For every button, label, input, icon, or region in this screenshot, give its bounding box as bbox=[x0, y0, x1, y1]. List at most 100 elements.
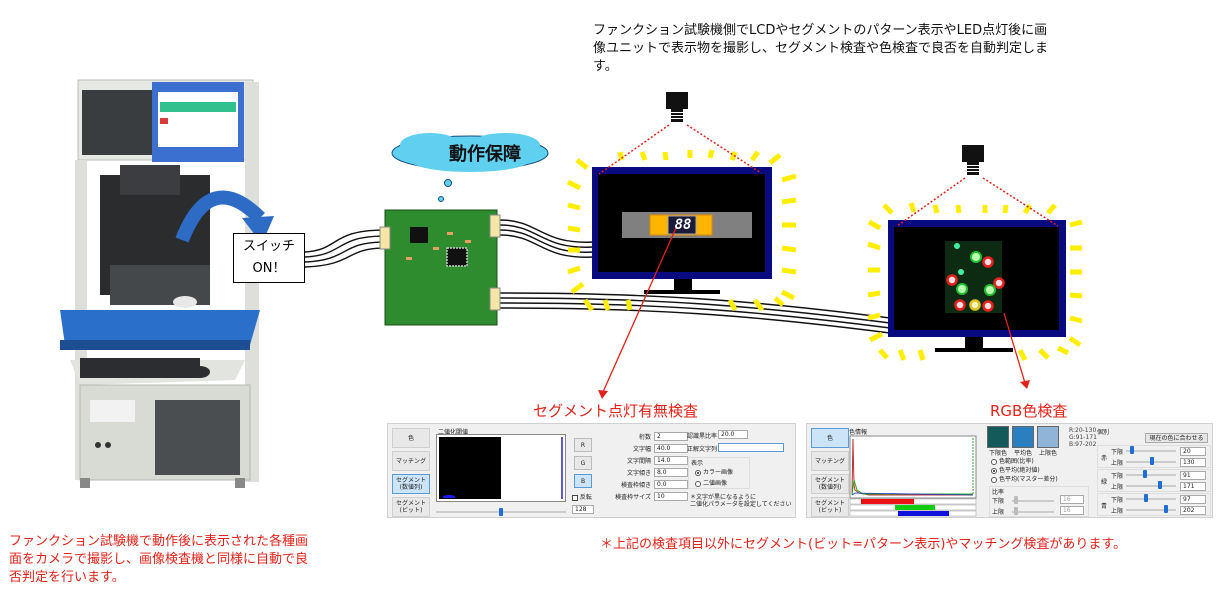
ratio-lower-thumb[interactable] bbox=[1014, 496, 1018, 504]
field-label: 検査枠傾き bbox=[620, 481, 651, 489]
channel-r-button[interactable]: R bbox=[574, 438, 592, 452]
tab-segment-bit[interactable]: セグメント(ビット) bbox=[392, 497, 430, 517]
swatch-label: 下限色 bbox=[988, 450, 1007, 457]
ratio-lower-field[interactable]: 16 bbox=[1060, 495, 1084, 504]
channel-lower-label: 下限 bbox=[1111, 497, 1124, 504]
segment-settings-panel: 色 マッチング セグメント(数値列) セグメント(ビット) 二値化閾値 R G … bbox=[387, 423, 796, 518]
field-label: 桁数 bbox=[638, 433, 651, 441]
range-b: B:97-202 bbox=[1069, 441, 1097, 448]
channel-upper-field[interactable]: 171 bbox=[1180, 482, 1206, 491]
channel-lower-field[interactable]: 91 bbox=[1180, 471, 1206, 480]
thought-bubble bbox=[438, 196, 444, 202]
channel-lower-slider[interactable] bbox=[1126, 450, 1176, 452]
cable-pcb-monitor2 bbox=[499, 292, 891, 334]
slider-thumb[interactable] bbox=[499, 508, 503, 516]
field-label: 文字幅 bbox=[632, 445, 651, 453]
color-swatch: 下限色 bbox=[987, 426, 1009, 457]
cable-pcb-monitor1 bbox=[499, 219, 596, 258]
channel-lower-field[interactable]: 97 bbox=[1180, 495, 1206, 504]
cloud-shape bbox=[391, 133, 549, 172]
channel-upper-field[interactable]: 130 bbox=[1180, 458, 1206, 467]
tab-matching[interactable]: マッチング bbox=[392, 451, 430, 471]
channel-lower-slider[interactable] bbox=[1126, 498, 1176, 500]
color-histogram bbox=[849, 435, 977, 518]
threshold-value-field[interactable]: 128 bbox=[572, 505, 594, 514]
channel-lower-label: 下限 bbox=[1111, 449, 1124, 456]
curved-arrow-icon bbox=[175, 190, 274, 244]
range-readout: R:20-130 G:91-171 B:97-202 bbox=[1069, 427, 1097, 448]
tab-segment-numeric[interactable]: セグメント(数値列) bbox=[811, 474, 849, 494]
channel-upper-label: 上限 bbox=[1111, 460, 1124, 467]
mode-option-average-abs[interactable]: 色平均(絶対値) bbox=[991, 466, 1058, 475]
ratio-upper-thumb[interactable] bbox=[1014, 507, 1018, 515]
channel-lower-slider[interactable] bbox=[1126, 474, 1176, 476]
channel-lower-thumb[interactable] bbox=[1129, 446, 1134, 454]
invert-checkbox[interactable]: 反転 bbox=[572, 492, 592, 501]
monitor1 bbox=[592, 167, 772, 294]
tab-color[interactable]: 色 bbox=[811, 428, 849, 448]
ratio-upper-field[interactable]: 16 bbox=[1060, 506, 1084, 515]
recog-ratio-field[interactable]: 20.0 bbox=[718, 430, 748, 439]
ratio-upper-slider[interactable] bbox=[1012, 511, 1054, 513]
field-input[interactable]: 0.0 bbox=[654, 479, 688, 489]
channel-lower-thumb[interactable] bbox=[1144, 494, 1149, 502]
channel-upper-thumb[interactable] bbox=[1150, 457, 1155, 465]
tab-segment-numeric[interactable]: セグメント(数値列) bbox=[392, 474, 430, 494]
camera2-icon bbox=[962, 145, 984, 175]
monitor2 bbox=[888, 220, 1066, 352]
pointer-segment bbox=[602, 227, 677, 393]
color-swatch: 平均色 bbox=[1012, 426, 1034, 457]
channel-upper-thumb[interactable] bbox=[1158, 481, 1163, 489]
channel-name: 緑 bbox=[1101, 479, 1108, 486]
display-option-color[interactable]: カラー画像 bbox=[695, 467, 733, 476]
mode-options: 色範囲(比率) 色平均(絶対値) 色平均(マスター差分) bbox=[991, 457, 1058, 484]
swatch-label: 上限色 bbox=[1038, 450, 1057, 457]
camera2-view-lines bbox=[896, 177, 1059, 227]
recog-ratio-label: 認識黒比率 bbox=[687, 433, 718, 440]
channel-upper-field[interactable]: 202 bbox=[1180, 506, 1206, 515]
rgb-button-group: R G B bbox=[574, 438, 592, 492]
tab-column: 色 マッチング セグメント(数値列) セグメント(ビット) bbox=[392, 428, 432, 520]
field-label: 検査枠サイズ bbox=[615, 493, 651, 501]
mode-option-average-master[interactable]: 色平均(マスター差分) bbox=[991, 475, 1058, 484]
switch-on-callout: スイッチ ON！ bbox=[233, 233, 305, 283]
range-g: G:91-171 bbox=[1069, 434, 1097, 441]
tab-matching[interactable]: マッチング bbox=[811, 451, 849, 471]
mode-option-range[interactable]: 色範囲(比率) bbox=[991, 457, 1058, 466]
swatch-row: 下限色平均色上限色 bbox=[987, 426, 1087, 457]
channel-upper-thumb[interactable] bbox=[1164, 505, 1169, 513]
hint-text: ＊文字が黒になるように 二値化パラメータを設定してください bbox=[690, 494, 791, 508]
left-description: ファンクション試験機で動作後に表示された各種画面をカメラで撮影し、画像検査機と同… bbox=[9, 534, 309, 585]
color-settings-panel: 色 マッチング セグメント(数値列) セグメント(ビット) 色情報 下限色平均色… bbox=[806, 423, 1213, 518]
correct-string-field[interactable] bbox=[718, 443, 784, 452]
field-input[interactable]: 10 bbox=[654, 491, 688, 501]
display-option-color-label: カラー画像 bbox=[703, 469, 734, 476]
tab-color[interactable]: 色 bbox=[392, 428, 430, 448]
tab-segment-bit[interactable]: セグメント(ビット) bbox=[811, 497, 849, 517]
channel-name: 青 bbox=[1101, 503, 1108, 510]
field-input[interactable]: 40.0 bbox=[654, 443, 688, 453]
machine-photo bbox=[60, 70, 275, 490]
swatch-color bbox=[987, 426, 1009, 448]
ratio-upper-label: 上限 bbox=[992, 509, 1005, 516]
ratio-lower-slider[interactable] bbox=[1012, 500, 1054, 502]
pointer-rgb bbox=[1003, 312, 1026, 384]
field-input[interactable]: 2 bbox=[654, 431, 688, 441]
channel-g-button[interactable]: G bbox=[574, 456, 592, 470]
display-option-binary[interactable]: 二値画像 bbox=[695, 478, 727, 487]
channel-lower-field[interactable]: 20 bbox=[1180, 447, 1206, 456]
threshold-slider[interactable] bbox=[436, 508, 566, 516]
hint-line-1: ＊文字が黒になるように bbox=[690, 494, 757, 501]
channel-b-button[interactable]: B bbox=[574, 474, 592, 488]
field-input[interactable]: 14.0 bbox=[654, 455, 688, 465]
channel-lower-thumb[interactable] bbox=[1143, 470, 1148, 478]
field-input[interactable]: 8.0 bbox=[654, 467, 688, 477]
segment-digits: 88 bbox=[674, 217, 692, 233]
channel-upper-slider[interactable] bbox=[1126, 485, 1176, 487]
channel-upper-slider[interactable] bbox=[1126, 509, 1176, 511]
match-current-color-button[interactable]: 現在の色に合わせる bbox=[1145, 433, 1208, 443]
